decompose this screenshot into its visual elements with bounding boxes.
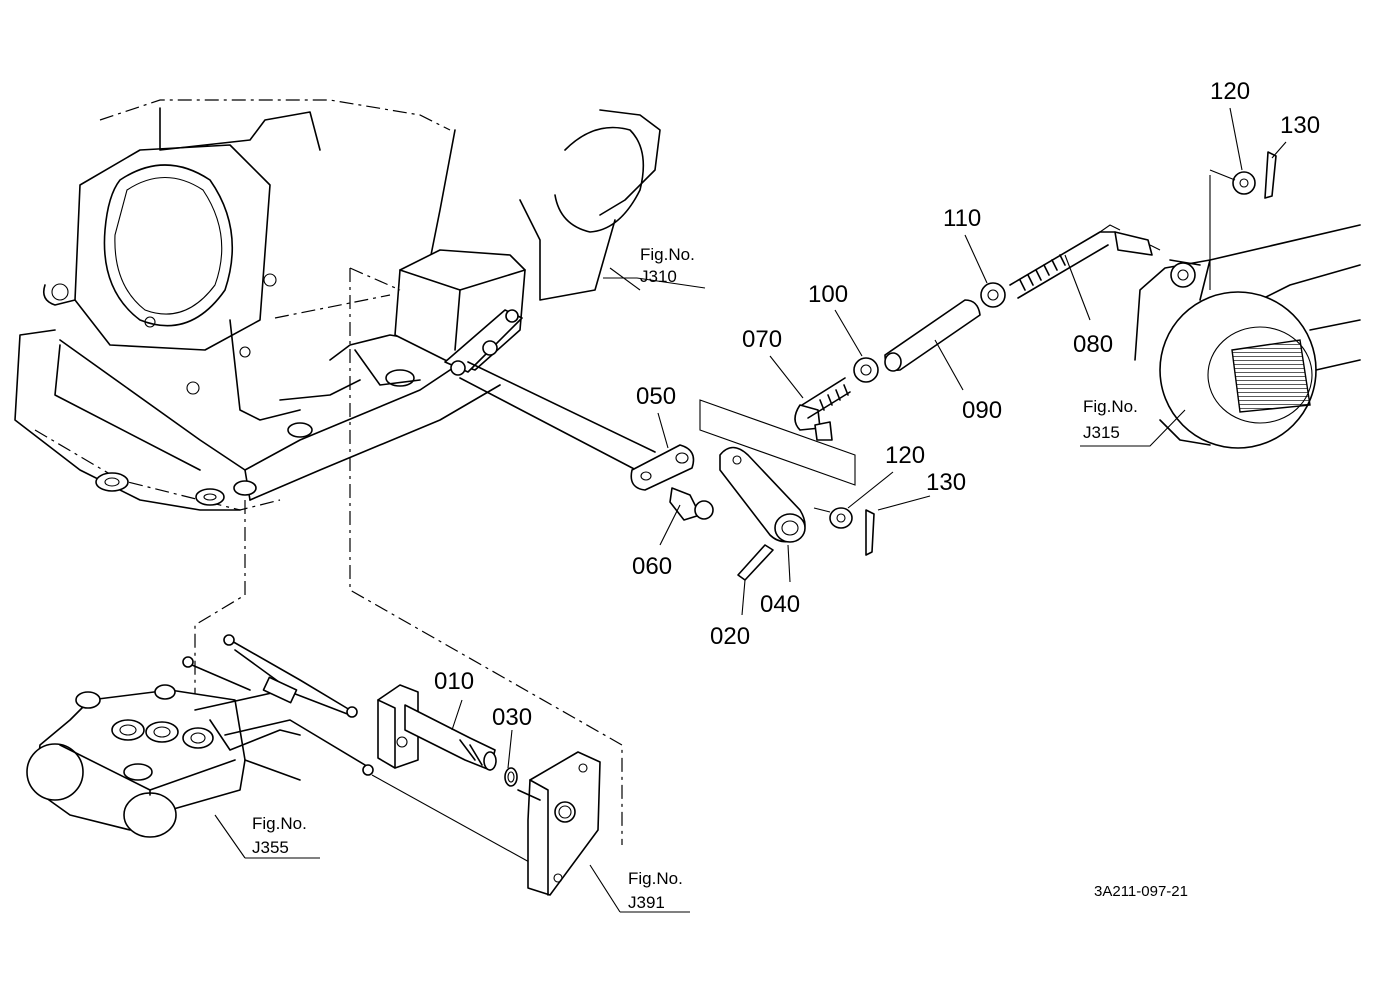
control-valve [26, 634, 541, 869]
part-label-090: 090 [962, 397, 1002, 424]
fig-ref-label-j355: Fig.No. [252, 814, 307, 833]
part-label-130-mid: 130 [926, 469, 966, 496]
fig-ref-code-j315: J315 [1083, 423, 1120, 442]
part-label-100: 100 [808, 281, 848, 308]
fig-ref-label-j315: Fig.No. [1083, 397, 1138, 416]
fig-ref-code-j391: J391 [628, 893, 665, 912]
fig-ref-code-j355: J355 [252, 838, 289, 857]
part-label-030: 030 [492, 704, 532, 731]
part-label-020: 020 [710, 623, 750, 650]
lever-parts [630, 399, 875, 581]
part-label-050: 050 [636, 383, 676, 410]
leader-lines [214, 107, 1287, 913]
transmission-housing [14, 99, 661, 845]
lift-arm [1134, 151, 1361, 449]
fig-ref-code-j310: J310 [640, 267, 677, 286]
part-label-010: 010 [434, 668, 474, 695]
drawing-code: 3A211-097-21 [1094, 883, 1188, 900]
part-label-120-mid: 120 [885, 442, 925, 469]
fig-ref-label-j310: Fig.No. [640, 245, 695, 264]
fig-ref-label-j391: Fig.No. [628, 869, 683, 888]
part-label-130-top: 130 [1280, 112, 1320, 139]
part-labels: 050 060 020 040 070 100 090 110 080 120 … [434, 78, 1320, 731]
shaft-assembly [377, 684, 601, 896]
part-label-060: 060 [632, 553, 672, 580]
part-label-120-top: 120 [1210, 78, 1250, 105]
rod-assembly [794, 224, 1161, 441]
part-label-070: 070 [742, 326, 782, 353]
part-label-040: 040 [760, 591, 800, 618]
figure-references: Fig.No. J310 Fig.No. J315 Fig.No. J355 F… [252, 245, 1138, 912]
part-label-110: 110 [943, 205, 981, 232]
part-label-080: 080 [1073, 331, 1113, 358]
